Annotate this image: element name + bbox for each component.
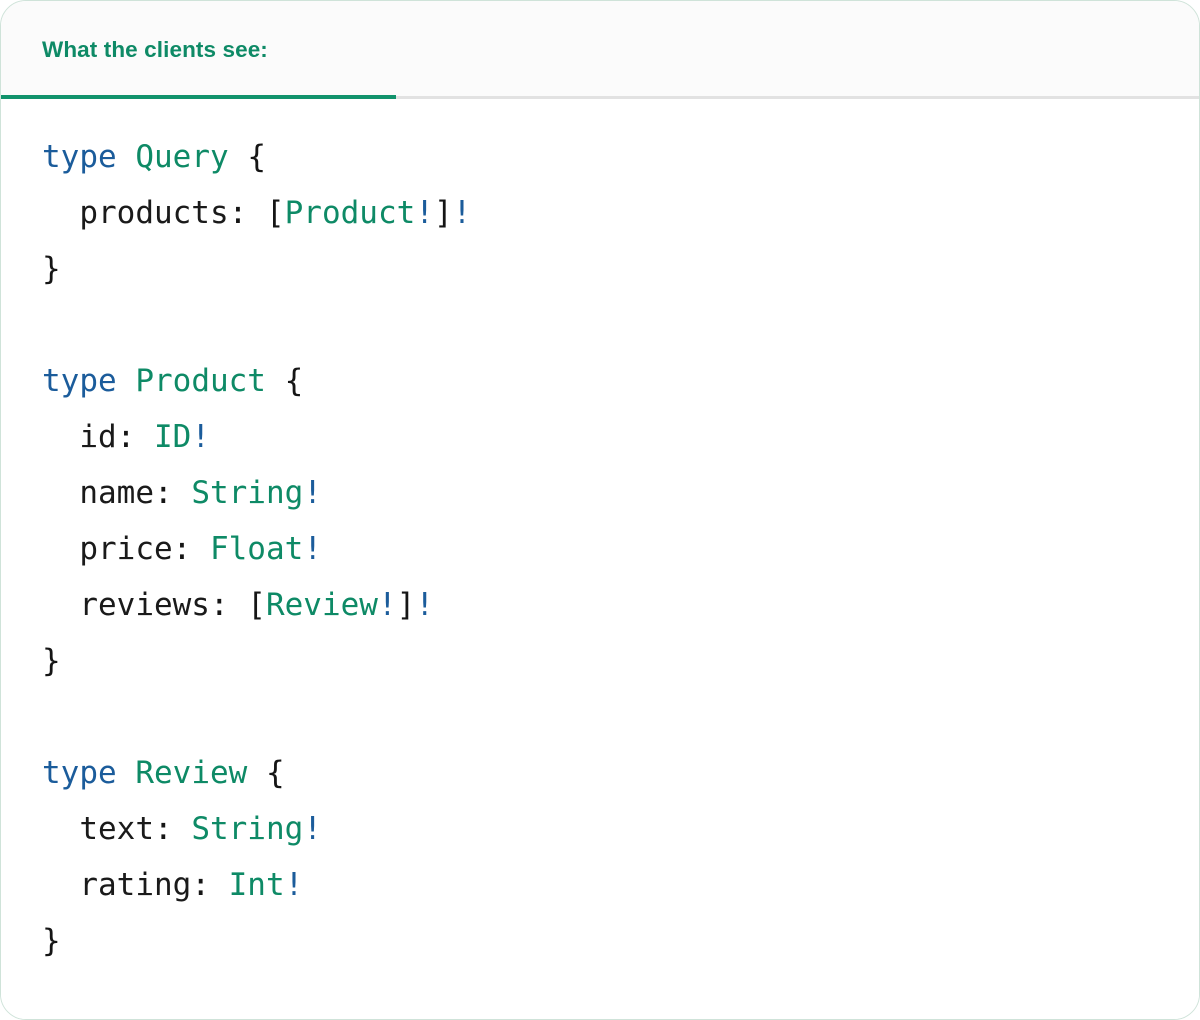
code-line: rating: Int! bbox=[42, 857, 1199, 913]
code-token-type: Query bbox=[135, 139, 229, 175]
code-token-type: Review bbox=[265, 587, 378, 623]
code-token-kw: type bbox=[42, 755, 117, 791]
code-token-name: name bbox=[42, 475, 154, 511]
code-token-bang: ! bbox=[303, 531, 322, 567]
code-token-type: String bbox=[191, 811, 304, 847]
code-token-punc: : bbox=[153, 811, 192, 847]
code-line: } bbox=[42, 633, 1199, 689]
code-token-bang: ! bbox=[303, 475, 322, 511]
code-token-type: Product bbox=[284, 195, 416, 231]
code-token-type: Float bbox=[209, 531, 304, 567]
code-area[interactable]: type Query { products: [Product!]!} type… bbox=[1, 99, 1199, 1019]
code-line: id: ID! bbox=[42, 409, 1199, 465]
code-line: type Review { bbox=[42, 745, 1199, 801]
code-token-name: id bbox=[42, 419, 117, 455]
tab-bar: What the clients see: bbox=[1, 1, 1199, 99]
code-line bbox=[42, 297, 1199, 353]
code-token-name: price bbox=[42, 531, 173, 567]
code-token-type: Review bbox=[135, 755, 248, 791]
code-line: } bbox=[42, 241, 1199, 297]
code-token-punc: : [ bbox=[209, 587, 266, 623]
code-line: name: String! bbox=[42, 465, 1199, 521]
code-token-punc: : bbox=[153, 475, 192, 511]
code-token-bang: ! bbox=[452, 195, 472, 231]
code-line: products: [Product!]! bbox=[42, 185, 1199, 241]
tab-bar-divider bbox=[1, 96, 1199, 99]
tab-label: What the clients see: bbox=[42, 37, 268, 62]
code-token-type: ID bbox=[153, 419, 192, 455]
code-token-punc: { bbox=[265, 363, 304, 399]
code-token-punc: : [ bbox=[228, 195, 285, 231]
code-token-punc: } bbox=[42, 251, 61, 287]
code-token-punc: : bbox=[191, 867, 229, 903]
code-token-bang: ! bbox=[415, 587, 434, 623]
code-token-type: Int bbox=[228, 867, 285, 903]
code-token-bang: ! bbox=[415, 195, 434, 231]
code-token-punc: { bbox=[247, 755, 285, 791]
code-line: price: Float! bbox=[42, 521, 1199, 577]
code-token-name: rating bbox=[42, 867, 192, 903]
code-token-punc: } bbox=[42, 643, 61, 679]
code-token-name: reviews bbox=[42, 587, 210, 623]
code-token-name: text bbox=[42, 811, 154, 847]
code-token-type: String bbox=[191, 475, 304, 511]
code-token-name: products bbox=[42, 195, 229, 231]
code-token-punc bbox=[117, 139, 136, 175]
code-token-punc: : bbox=[172, 531, 210, 567]
code-line: type Query { bbox=[42, 129, 1199, 185]
graphql-schema-code: type Query { products: [Product!]!} type… bbox=[1, 129, 1199, 969]
tab-what-the-clients-see[interactable]: What the clients see: bbox=[1, 1, 396, 99]
code-token-punc bbox=[117, 363, 136, 399]
tab-active-underline bbox=[1, 95, 396, 99]
code-token-bang: ! bbox=[303, 811, 322, 847]
code-line: text: String! bbox=[42, 801, 1199, 857]
code-token-bang: ! bbox=[377, 587, 397, 623]
code-token-punc: ] bbox=[433, 195, 453, 231]
code-token-kw: type bbox=[42, 363, 117, 399]
code-line: type Product { bbox=[42, 353, 1199, 409]
code-token-punc: { bbox=[228, 139, 266, 175]
code-token-punc bbox=[117, 755, 136, 791]
code-line: reviews: [Review!]! bbox=[42, 577, 1199, 633]
code-token-bang: ! bbox=[284, 867, 304, 903]
code-token-punc: } bbox=[42, 923, 61, 959]
code-token-punc: ] bbox=[396, 587, 416, 623]
code-token-kw: type bbox=[42, 139, 117, 175]
code-token-bang: ! bbox=[191, 419, 210, 455]
code-line: } bbox=[42, 913, 1199, 969]
code-token-type: Product bbox=[135, 363, 266, 399]
code-token-punc: : bbox=[116, 419, 154, 455]
code-line bbox=[42, 689, 1199, 745]
